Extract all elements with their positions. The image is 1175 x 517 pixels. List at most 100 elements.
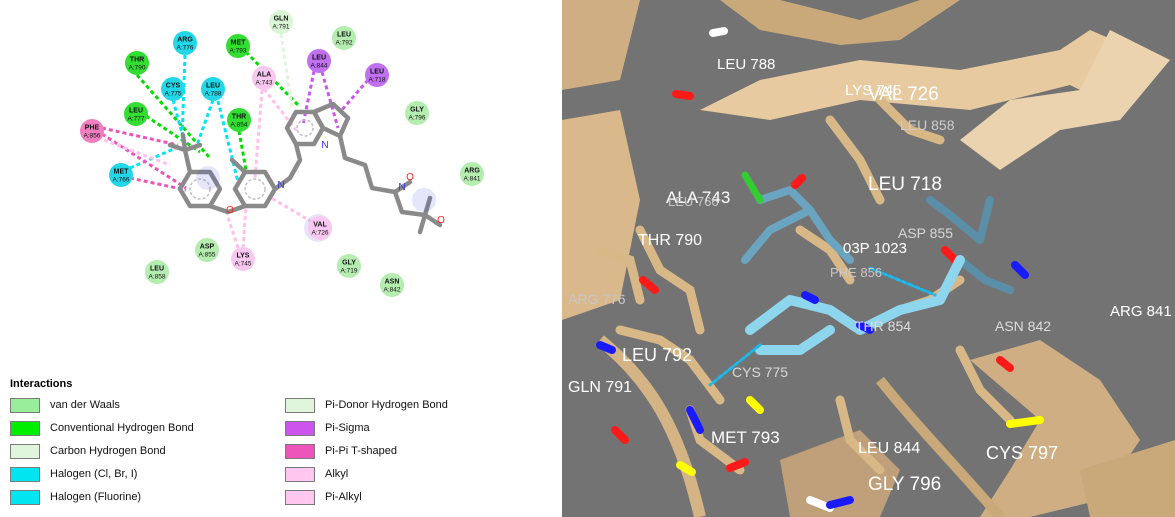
legend-label: Pi-Sigma (325, 422, 370, 434)
legend-swatch (285, 397, 315, 413)
atom-label: O (406, 172, 414, 183)
residue-label-3d: ARG 776 (568, 291, 626, 307)
side-chain (337, 133, 443, 235)
alkyl-val726 (267, 194, 313, 224)
residue-circle (405, 101, 429, 125)
legend-label: Pi-Alkyl (325, 491, 362, 503)
legend-swatch (10, 397, 40, 413)
residue-number: A:792 (336, 40, 353, 47)
legend-label: Halogen (Cl, Br, I) (50, 468, 138, 480)
ribbon-bottom-right (1080, 440, 1175, 517)
residue-circle (269, 10, 293, 34)
residue-circle (226, 34, 250, 58)
halogen-met766 (129, 146, 177, 170)
residue-label-3d: LEU 792 (622, 345, 692, 365)
residue-number: A:777 (128, 116, 145, 123)
legend-label: Pi-Pi T-shaped (325, 445, 397, 457)
residue-number: A:854 (231, 122, 248, 129)
residue-name: MET (231, 40, 247, 47)
residue-label-3d: THR 790 (638, 232, 702, 249)
legend-swatch (10, 489, 40, 505)
residue-circle (231, 247, 255, 271)
residue-label-3d: CYS 775 (732, 364, 788, 380)
residue-circle (195, 238, 219, 262)
residue-number: A:726 (312, 230, 329, 237)
residue-label-3d: LEU 718 (868, 174, 942, 195)
residue-number: A:743 (256, 80, 273, 87)
aromatic-rings (189, 119, 314, 200)
atom-label: N (277, 180, 284, 191)
residue-circle (337, 254, 361, 278)
residue-circle (125, 51, 149, 75)
legend-item: Alkyl (285, 466, 348, 482)
heteroatom-sticks (596, 27, 1044, 512)
residue-label-3d: GLY 796 (868, 474, 941, 495)
atom-label: N (398, 182, 405, 193)
residue-number: A:766 (113, 177, 130, 184)
legend-swatch (10, 420, 40, 436)
residue-circle (80, 119, 104, 143)
legend-item: Carbon Hydrogen Bond (10, 443, 166, 459)
atom-label: N (321, 140, 328, 151)
ribbon-strand-top (700, 30, 1160, 120)
carbon-hbond-gln791 (279, 33, 294, 109)
residue-circle (332, 26, 356, 50)
ring-phenyl-middle (232, 169, 278, 209)
residue-number: A:856 (84, 133, 101, 140)
ribbon-arrow-right (960, 30, 1170, 170)
legend-label: Halogen (Fluorine) (50, 491, 142, 503)
residue-name: LEU (129, 108, 143, 115)
residue-number: A:790 (129, 65, 146, 72)
residue-name: ALA (257, 72, 271, 79)
residue-name: ARG (177, 37, 193, 44)
residue-circle (161, 77, 185, 101)
residue-label-3d: CYS 797 (986, 443, 1058, 463)
ribbon-bottom (780, 430, 900, 517)
residue-circle (173, 31, 197, 55)
pipi-met766 (129, 176, 187, 192)
residue-nodes: THRA:790ARGA:776META:793GLNA:791LEUA:792… (80, 10, 484, 297)
amine-bridge (272, 141, 303, 192)
residue-label-3d: ASP 855 (898, 225, 953, 241)
residue-circle (307, 49, 331, 73)
residue-number: A:745 (235, 261, 252, 268)
hbond-thr854 (237, 130, 248, 171)
residue-name: LEU (206, 83, 220, 90)
residue-circle (460, 162, 484, 186)
residue-number: A:844 (311, 63, 328, 70)
residue-name: ARG (464, 168, 480, 175)
halogen-arg776 (180, 54, 187, 141)
residue-name: VAL (313, 222, 327, 229)
chloro-substituent (229, 157, 248, 175)
residue-number: A:719 (341, 268, 358, 275)
residue-name: THR (130, 57, 144, 64)
residue-name: GLY (410, 107, 424, 114)
ether-link (207, 203, 248, 215)
alkyl-lys745b (223, 207, 240, 249)
residue-name: LEU (337, 32, 351, 39)
residue-number: A:788 (205, 91, 222, 98)
ribbon-loop-left (596, 335, 706, 517)
legend-label: Carbon Hydrogen Bond (50, 445, 166, 457)
residue-number: A:791 (273, 24, 290, 31)
residue-label-3d: LEU 858 (900, 117, 955, 133)
ribbon-strand-top-dark (720, 0, 960, 45)
residue-name: LEU (370, 69, 384, 76)
legend-label: Conventional Hydrogen Bond (50, 422, 194, 434)
residue-circle (145, 260, 169, 284)
